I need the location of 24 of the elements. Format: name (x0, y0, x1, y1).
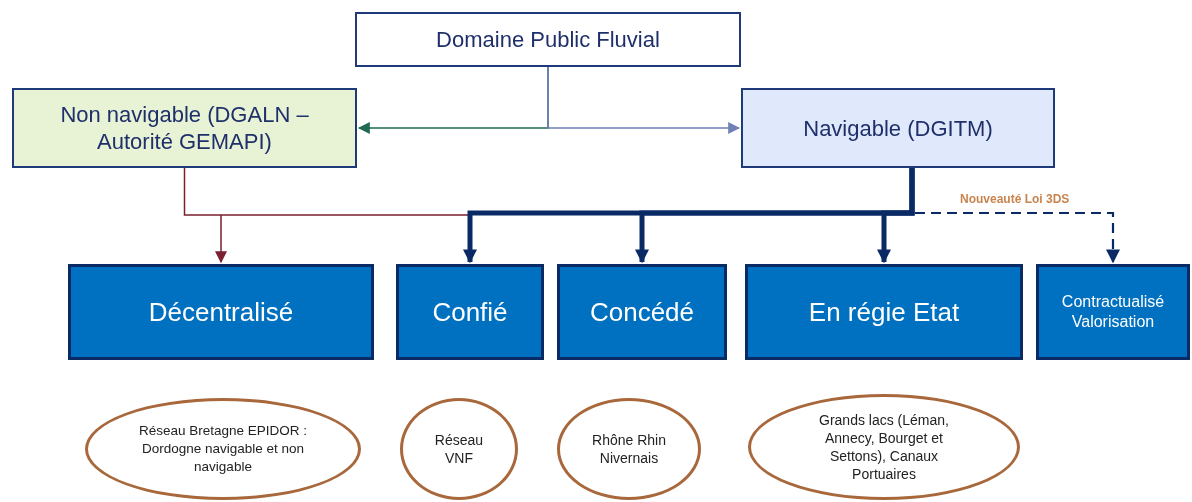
mode-box (68, 264, 374, 360)
connector-arrow (183, 167, 471, 264)
node-label: Rhône Rhin Nivernais (592, 431, 666, 467)
node-label: Concédé (589, 295, 695, 329)
node-label: En régie Etat (808, 295, 960, 329)
node-label: Navigable (DGITM) (803, 114, 993, 143)
node-label: Contractualisé Valorisation (1060, 292, 1166, 332)
mode-box (1036, 264, 1190, 360)
connector-arrow (547, 66, 741, 134)
node-label: Domaine Public Fluvial (436, 26, 660, 54)
mode-box (557, 264, 727, 360)
node-label: Réseau Bretagne EPIDOR : Dordogne navigable et non navigable (137, 422, 309, 476)
category-box (12, 88, 357, 168)
connector-arrow (877, 168, 915, 264)
node-label: Réseau VNF (433, 431, 485, 467)
node-label: Non navigable (DGALN – Autorité GEMAPI) (59, 100, 310, 156)
mode-box (396, 264, 544, 360)
node-label: Décentralisé (148, 295, 294, 329)
title-box (355, 12, 741, 67)
node-label: Grands lacs (Léman, Annecy, Bourget et Settons), Canaux Portuaires (818, 411, 950, 483)
node-label: Confié (432, 295, 508, 329)
connector-arrow (910, 168, 1120, 264)
category-box (741, 88, 1055, 168)
mode-box (745, 264, 1023, 360)
